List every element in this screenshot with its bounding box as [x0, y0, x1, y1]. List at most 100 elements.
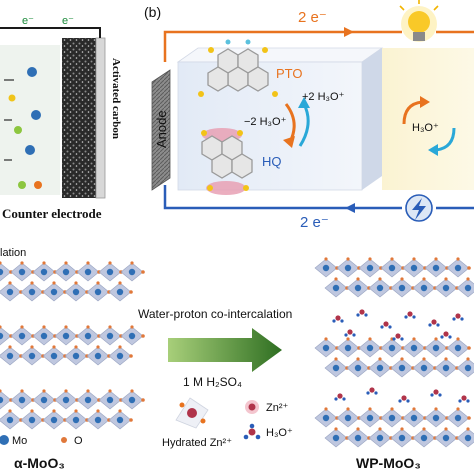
- mo-atom: [410, 264, 418, 272]
- mo-atom: [410, 344, 418, 352]
- mo-atom: [332, 434, 340, 442]
- h3o-ion: [359, 309, 365, 315]
- mo-atom: [94, 352, 102, 360]
- mo-atom: [40, 396, 48, 404]
- o-atom: [412, 337, 416, 341]
- o-atom: [467, 416, 471, 420]
- h3o-hydrogen: [400, 337, 404, 341]
- mo-atom: [354, 434, 362, 442]
- o-atom: [86, 389, 90, 393]
- o-legend-label: O: [74, 435, 83, 447]
- mo-atom: [0, 332, 4, 340]
- external-wire-a: [0, 27, 101, 38]
- o-atom: [108, 261, 112, 265]
- mo-legend-label: Mo: [12, 435, 27, 447]
- o-atom: [346, 407, 350, 411]
- h3o-ion: [461, 395, 467, 401]
- mo-atom: [106, 268, 114, 276]
- o-atom: [466, 277, 470, 281]
- o-atom: [368, 337, 372, 341]
- mo-atom: [442, 364, 450, 372]
- h3o-hydrogen: [352, 333, 356, 337]
- zn-ion-label: Zn²⁺: [266, 402, 289, 414]
- mo-atom: [464, 284, 472, 292]
- mo-atom: [410, 414, 418, 422]
- o-atom: [356, 277, 360, 281]
- mo-atom: [420, 434, 428, 442]
- o-atom: [456, 337, 460, 341]
- o-atom: [466, 427, 470, 431]
- partial-panel-label: lation: [0, 247, 26, 259]
- mo-atom: [40, 332, 48, 340]
- mo-atom: [322, 264, 330, 272]
- lightning-icon: [405, 194, 433, 222]
- o-atom: [130, 389, 134, 393]
- h3o-ion: [347, 329, 353, 335]
- o-atom: [378, 357, 382, 361]
- right-cycle-orange-head: [420, 96, 430, 108]
- o-atom: [129, 290, 133, 294]
- h3o-hydrogen: [406, 399, 410, 403]
- blue-wire: [163, 185, 402, 210]
- mo-atom: [94, 416, 102, 424]
- mo-atom: [464, 434, 472, 442]
- mo-atom: [376, 434, 384, 442]
- o-atom: [118, 281, 122, 285]
- h3o-hydrogen: [342, 397, 346, 401]
- o-atom: [324, 337, 328, 341]
- hydrated-zn-label: Hydrated Zn²⁺: [162, 437, 232, 449]
- o-atom: [129, 418, 133, 422]
- mo-atom: [40, 268, 48, 276]
- o-atom: [96, 345, 100, 349]
- o-atom: [434, 407, 438, 411]
- mo-atom: [354, 364, 362, 372]
- h3o-hydrogen: [380, 325, 384, 329]
- h3o-ion-label: H₃O⁺: [266, 427, 293, 439]
- o-atom: [64, 261, 68, 265]
- mo-atom: [106, 332, 114, 340]
- mo-atom-icon: [0, 435, 9, 445]
- o-atom: [96, 281, 100, 285]
- mo-atom: [464, 364, 472, 372]
- panel-c: lation Water-proton co-intercalation 1 M…: [0, 247, 474, 471]
- wp-moo3-label: WP-MoO₃: [356, 455, 421, 471]
- o-atom: [400, 357, 404, 361]
- h3o-hydrogen: [466, 399, 470, 403]
- h3o-hydrogen: [398, 399, 402, 403]
- h3o-hydrogen: [412, 315, 416, 319]
- mo-atom: [106, 396, 114, 404]
- mo-octahedron: [0, 326, 12, 346]
- h3o-ion: [431, 319, 437, 325]
- h3o-ion: [407, 311, 413, 317]
- o-atom: [8, 409, 12, 413]
- mo-atom: [0, 396, 4, 404]
- mo-atom: [28, 416, 36, 424]
- o-atom: [456, 407, 460, 411]
- mo-atom: [398, 284, 406, 292]
- mo-atom: [6, 416, 14, 424]
- o-atom: [52, 409, 56, 413]
- o-atom: [422, 277, 426, 281]
- right-cycle-blue-head: [428, 144, 438, 156]
- mo-atom: [332, 284, 340, 292]
- bottom-electron-count: 2 e⁻: [300, 214, 329, 231]
- h3o-hydrogen: [374, 391, 378, 395]
- activated-carbon-electrode: [62, 38, 96, 198]
- o-atom: [42, 389, 46, 393]
- mo-atom: [454, 414, 462, 422]
- o-atom: [444, 427, 448, 431]
- o-atom: [378, 427, 382, 431]
- h3o-ion: [401, 395, 407, 401]
- o-atom: [324, 257, 328, 261]
- ions-a: [4, 67, 42, 189]
- mo-atom: [0, 268, 4, 276]
- o-atom: [8, 281, 12, 285]
- o-atom: [108, 389, 112, 393]
- mo-atom: [84, 268, 92, 276]
- o-atom: [118, 409, 122, 413]
- mo-octahedron: [0, 262, 12, 282]
- o-atom: [141, 398, 145, 402]
- pto-label: PTO: [276, 66, 303, 81]
- h3o-ion: [383, 321, 389, 327]
- h3o-hydrogen: [458, 399, 462, 403]
